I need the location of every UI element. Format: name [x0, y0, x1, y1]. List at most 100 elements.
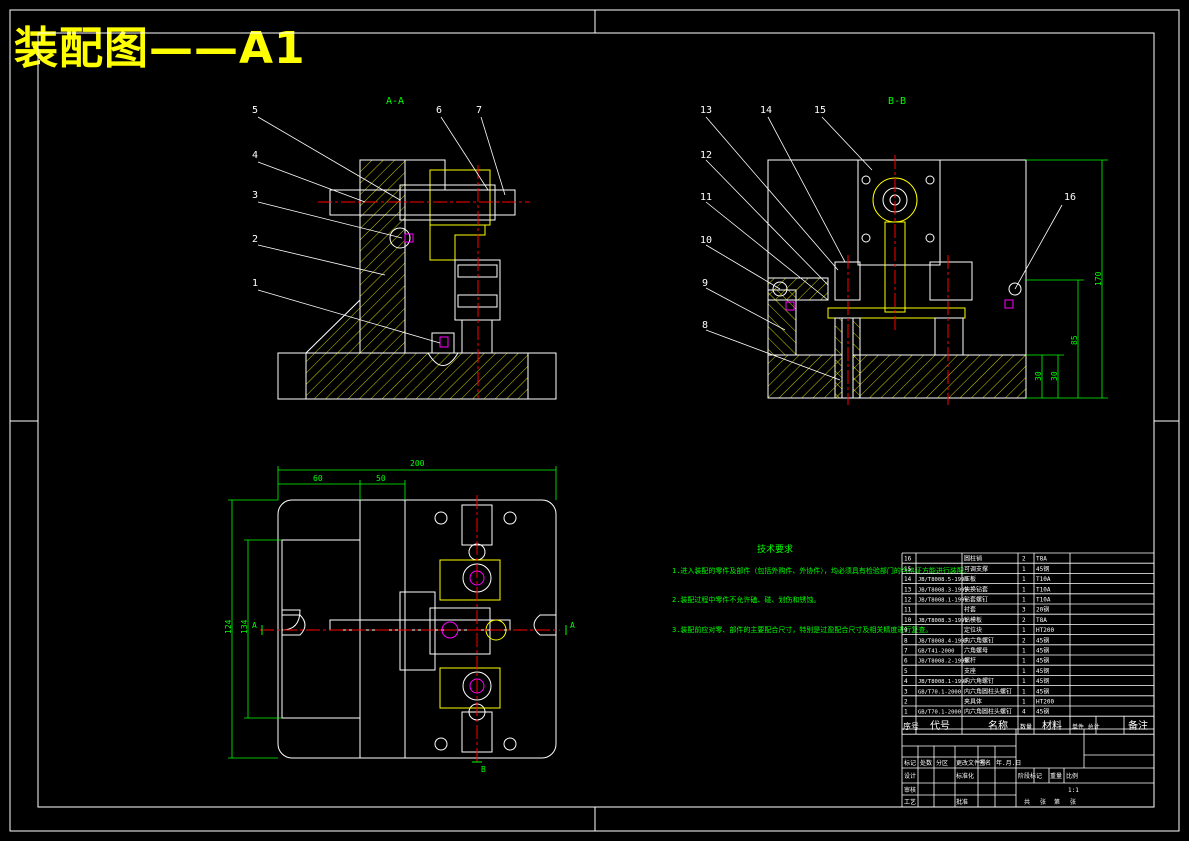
tb-review: 审核	[904, 786, 916, 794]
bom-header-weight: 单件 总计	[1072, 723, 1100, 731]
bom-cell-no: 5	[904, 668, 908, 675]
dim-30-b: 30	[1034, 371, 1043, 381]
bom-cell-qty: 2	[1022, 617, 1026, 624]
tech-requirements: 技术要求 1.进入装配的零件及部件（包括外购件、外协件），均必须具有检验部门的合…	[672, 543, 971, 634]
bom-cell-qty: 3	[1022, 607, 1026, 614]
title-block	[901, 728, 1155, 808]
leaders-aa	[257, 116, 506, 344]
bom-cell-name: 可调支撑	[964, 565, 988, 573]
tech-requirement-1: 1.进入装配的零件及部件（包括外购件、外协件），均必须具有检验部门的合格证方能进…	[672, 566, 971, 575]
bom-cell-qty: 1	[1022, 688, 1026, 695]
balloon-5: 5	[252, 105, 258, 116]
bom-header-no: 序号	[903, 721, 919, 731]
section-marks	[261, 625, 567, 763]
balloon-11: 11	[700, 192, 712, 203]
bom-cell-code: GB/T41-2000	[918, 649, 954, 655]
tb-sheet-total: 共	[1024, 798, 1030, 806]
tb-ratio: 比例	[1066, 772, 1078, 780]
section-mark-texts: A A B	[252, 621, 575, 774]
bom-cell-name: 圆柱销	[964, 555, 982, 563]
bom-cell-no: 12	[904, 597, 912, 604]
bom-header-code: 代号	[930, 720, 950, 732]
bom-cell-code: JB/T8008.1-1999	[918, 598, 968, 604]
tb-mark: 标记	[904, 759, 916, 767]
bom-cell-name: 内六角螺钉	[964, 636, 994, 644]
bom-header-name: 名称	[988, 719, 1008, 732]
balloon-8: 8	[702, 320, 708, 331]
tech-requirement-3: 3.装配前应对零、部件的主要配合尺寸，特别是过盈配合尺寸及相关精度进行复查。	[672, 625, 932, 634]
bom-cell-no: 9	[904, 627, 908, 634]
bom-cell-qty: 1	[1022, 586, 1026, 593]
bom-cell-name: 快换钻套	[964, 585, 988, 593]
bom-cell-code: JB/T8008.2-1999	[918, 659, 968, 665]
bom-cell-material: 45钢	[1036, 647, 1049, 655]
section-mark-b: B	[481, 765, 486, 774]
dim-134: 134	[240, 619, 249, 634]
balloon-4: 4	[252, 150, 258, 161]
bom-cell-material: T10A	[1036, 597, 1051, 604]
balloon-13: 13	[700, 105, 712, 116]
bom-cell-qty: 1	[1022, 699, 1026, 706]
tb-count: 处数	[920, 759, 932, 767]
balloon-6: 6	[436, 105, 442, 116]
bom-cell-material: 45钢	[1036, 657, 1049, 665]
bom-cell-name: 钻模板	[964, 616, 982, 624]
balloon-labels-aa: 5 4 3 2 1 6 7	[252, 105, 482, 289]
bom-header-material: 材料	[1042, 719, 1062, 732]
drawing-title: 装配图——A1	[14, 23, 306, 74]
bom-cell-code: GB/T70.1-2000	[918, 689, 961, 695]
balloon-10: 10	[700, 235, 712, 246]
bom-cell-code: JB/T8008.5-1999	[918, 577, 968, 583]
bom-cell-no: 13	[904, 586, 912, 593]
dim-50: 50	[376, 474, 386, 483]
tb-zone: 分区	[936, 759, 948, 767]
bom-cell-qty: 1	[1022, 566, 1026, 573]
bom-cell-material: 45钢	[1036, 677, 1049, 685]
sheet-frame	[9, 9, 1180, 832]
bom-cell-name: 六角螺母	[964, 647, 988, 655]
balloon-12: 12	[700, 150, 712, 161]
dim-30-a: 30	[1050, 371, 1059, 381]
view-label-aa: A-A	[386, 96, 404, 107]
balloon-7: 7	[476, 105, 482, 116]
tech-requirement-2: 2.装配过程中零件不允许磕、碰、划伤和锈蚀。	[672, 595, 820, 604]
bom-cell-name: 夹具体	[964, 698, 982, 706]
bom-cell-qty: 1	[1022, 627, 1026, 634]
bom-cell-name: 支座	[964, 667, 976, 675]
bom-cell-no: 16	[904, 556, 912, 563]
bom-cell-no: 7	[904, 648, 908, 655]
bom-cell-material: 45钢	[1036, 687, 1049, 695]
bom-cell-code: GB/T70.1-2000	[918, 710, 961, 716]
dim-124: 124	[224, 619, 233, 634]
dim-200: 200	[410, 459, 425, 468]
bom-cell-name: 内六角圆柱头螺钉	[964, 687, 1012, 695]
bom-cell-material: 45钢	[1036, 636, 1049, 644]
bom-cell-no: 15	[904, 566, 912, 573]
bom-cell-name: 内六角圆柱头螺钉	[964, 708, 1012, 716]
tb-design: 设计	[904, 772, 916, 780]
dimension-texts-plan: 200 60 50 124 134	[224, 459, 425, 634]
title-block-texts: 标记 处数 分区 更改文件号 签名 年.月.日 设计 标准化 阶段标记 重量 比…	[904, 759, 1079, 806]
tb-approve: 批准	[956, 798, 968, 806]
bom-cell-code: JB/T8008.3-1999	[918, 618, 968, 624]
bom-cell-qty: 2	[1022, 556, 1026, 563]
bom-cell-qty: 1	[1022, 576, 1026, 583]
bom-cell-no: 11	[904, 607, 912, 614]
tb-process: 工艺	[904, 798, 916, 806]
dimension-texts-bb: 170 85 30 30	[1034, 271, 1103, 381]
bom-cell-no: 8	[904, 637, 908, 644]
view-label-bb: B-B	[888, 96, 906, 107]
bom-cell-material: T10A	[1036, 586, 1051, 593]
tb-sheet-no: 第	[1054, 798, 1060, 806]
tech-requirements-title: 技术要求	[757, 543, 793, 555]
bom-cell-qty: 4	[1022, 709, 1026, 716]
bom-cell-no: 3	[904, 688, 908, 695]
bom-cell-name: 定位块	[964, 626, 982, 634]
bom-header-note: 备注	[1128, 719, 1148, 732]
bom-cell-name: 螺杆	[964, 657, 976, 665]
tb-change-doc: 更改文件号	[956, 759, 986, 767]
tb-sheet-unit2: 张	[1070, 798, 1076, 806]
bom-cell-material: 45钢	[1036, 565, 1049, 573]
balloon-labels-bb: 13 14 15 12 11 10 9 8 16	[700, 105, 1076, 331]
bom-cell-material: HT200	[1036, 627, 1054, 634]
